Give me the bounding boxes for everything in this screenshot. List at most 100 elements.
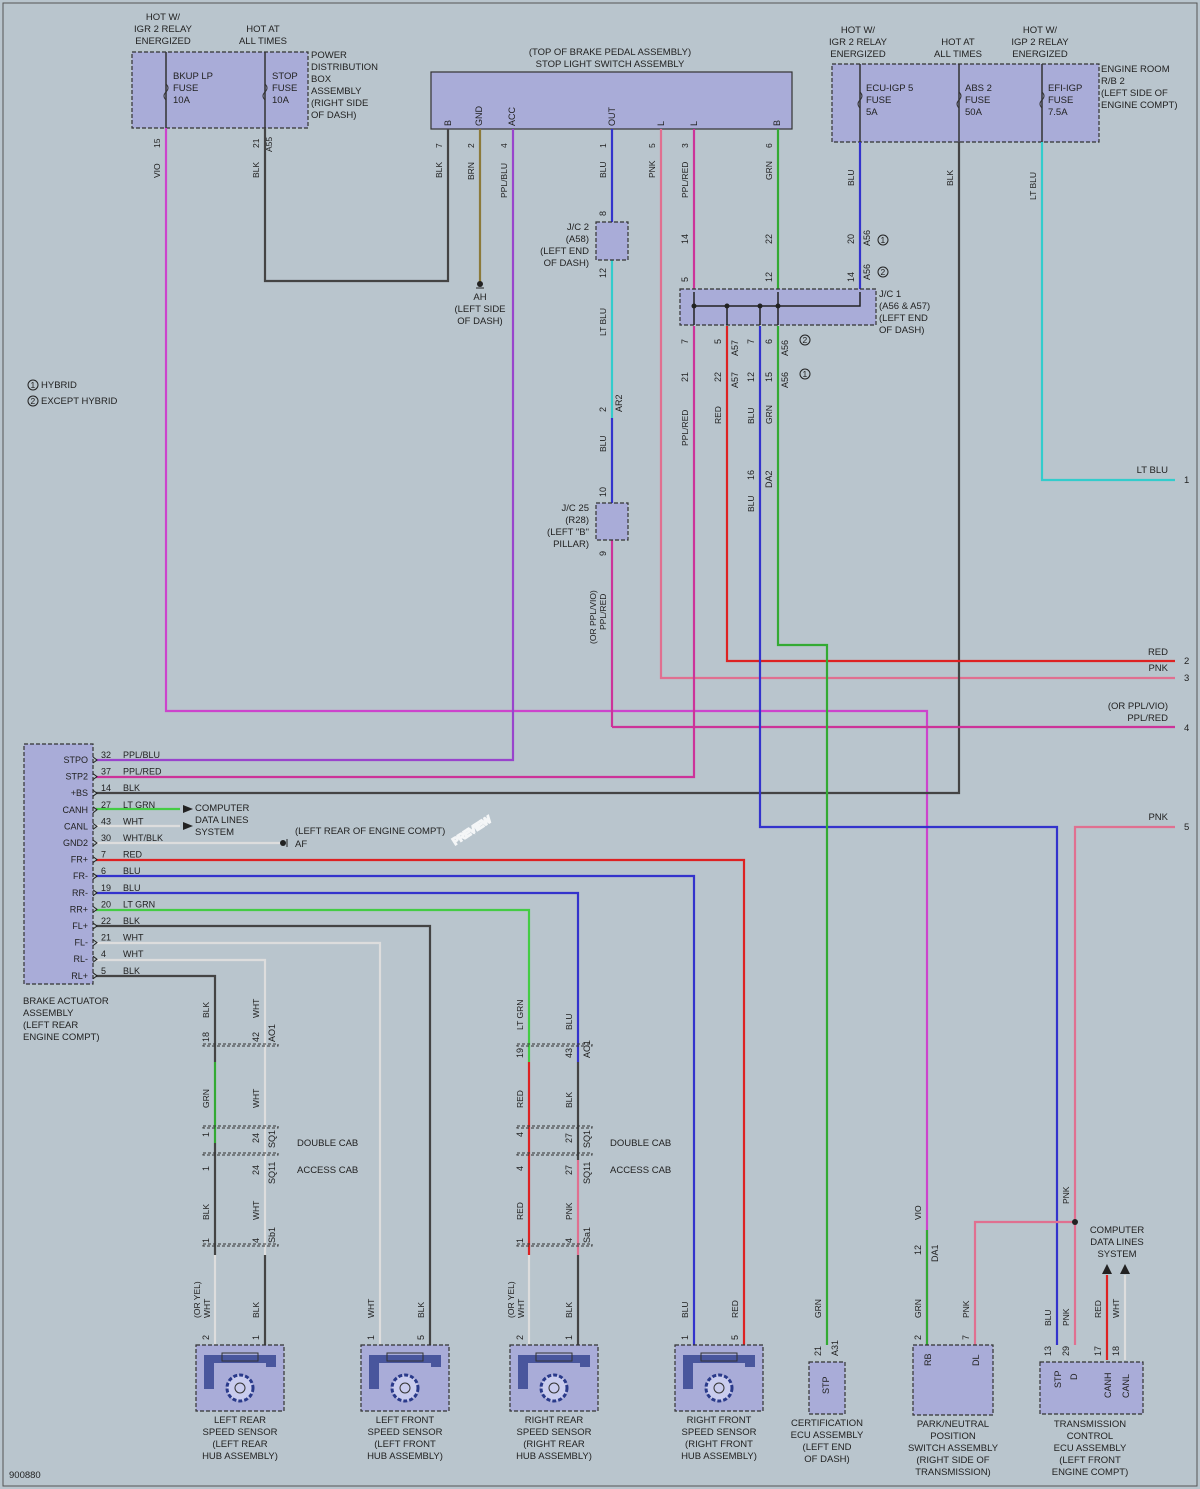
rl-low-wire-blk: BLK bbox=[201, 1204, 211, 1220]
tcm-label-3: ECU ASSEMBLY bbox=[1054, 1443, 1127, 1454]
jc2-pin-12: 12 bbox=[598, 268, 608, 278]
actuator-pin-name: CANH bbox=[62, 805, 88, 815]
jc25-pin-9: 9 bbox=[598, 551, 608, 556]
jc25-box bbox=[595, 502, 629, 541]
speed-sensor-label: (LEFT FRONT bbox=[374, 1439, 436, 1450]
pnp-label-2: POSITION bbox=[930, 1431, 976, 1442]
transmission-ecu: PNK COMPUTER DATA LINES SYSTEM BLU PNK R… bbox=[1039, 1186, 1145, 1478]
jc1-top-5: 5 bbox=[680, 277, 690, 282]
lbl-ltblu-efi: LT BLU bbox=[1028, 172, 1038, 200]
sensor-magnet-icon bbox=[683, 1355, 755, 1389]
legend-1-text: HYBRID bbox=[41, 380, 77, 391]
pdb-label-6: OF DASH) bbox=[311, 110, 356, 121]
canh-out-arrow-icon bbox=[183, 805, 193, 813]
jc25-pin-10: 10 bbox=[598, 487, 608, 497]
sensor-coil-icon bbox=[700, 1352, 738, 1362]
tcm-pnk-top: PNK bbox=[1061, 1186, 1071, 1204]
cert-box bbox=[808, 1361, 846, 1415]
legend-ref-1a-icon bbox=[877, 234, 889, 246]
actuator-pin-connector-icon bbox=[92, 922, 98, 930]
rr-sa-pin-1: 1 bbox=[515, 1238, 525, 1243]
lbl-vio-15: 15 bbox=[152, 138, 162, 148]
sensor-rotation-icon bbox=[234, 1382, 246, 1394]
pnp-pin-rb: RB bbox=[923, 1353, 933, 1366]
igp5-fuse-symbol bbox=[857, 91, 863, 109]
actuator-pin-connector-icon bbox=[92, 789, 98, 797]
actuator-pin-connector-icon bbox=[92, 955, 98, 963]
sensor-coil-icon bbox=[535, 1352, 573, 1362]
legend-ref-1a: 1 bbox=[881, 235, 886, 245]
jc1-bot-7b: 7 bbox=[746, 339, 756, 344]
tcm-wire-wht: WHT bbox=[1111, 1299, 1121, 1318]
ground-af-location: (LEFT REAR OF ENGINE COMPT) bbox=[295, 826, 445, 837]
rl-low-wire-wht: WHT bbox=[251, 1201, 261, 1220]
actuator-pin-number: 32 bbox=[101, 750, 111, 760]
rr-top-wire-blu: BLU bbox=[564, 1013, 574, 1030]
wire-blk-stop bbox=[263, 128, 450, 283]
stop-fuse-symbol bbox=[262, 83, 268, 101]
lbl-brn-num: 2 bbox=[466, 143, 476, 148]
pnp-label-5: TRANSMISSION) bbox=[915, 1467, 990, 1478]
act-can-label-3: SYSTEM bbox=[195, 827, 234, 838]
rl-mid-wire-wht: WHT bbox=[251, 1089, 261, 1108]
jc1: 14 5 22 12 20 14 A56 A56 1 2 J/C 1 (A56 … bbox=[679, 230, 930, 446]
actuator-pin-name: +BS bbox=[71, 788, 88, 798]
stop-fuse-2: FUSE bbox=[272, 83, 297, 94]
igp5-head-3: ENERGIZED bbox=[830, 49, 886, 60]
tcm-can-1: COMPUTER bbox=[1090, 1225, 1145, 1236]
lbl-a55: A55 bbox=[264, 137, 274, 152]
jc2-pin-8: 8 bbox=[598, 211, 608, 216]
tcm-pin-29: 29 bbox=[1061, 1346, 1071, 1356]
actuator-pin-number: 6 bbox=[101, 866, 106, 876]
jc1-wire-grn: GRN bbox=[764, 405, 774, 424]
da2: 16 DA2 BLU bbox=[746, 470, 774, 512]
actuator-pin-wire: LT GRN bbox=[123, 899, 155, 909]
efi-head-1: HOT W/ bbox=[1023, 25, 1057, 36]
wire-ppl-blu-acc bbox=[96, 129, 515, 762]
right-edge-labels: LT BLU 1 RED 2 PNK 3 (OR PPL/VIO) PPL/RE… bbox=[1108, 465, 1189, 833]
actuator-label-2: ASSEMBLY bbox=[23, 1008, 74, 1019]
cert-pin-name: STP bbox=[821, 1376, 831, 1394]
edge-label-1: LT BLU bbox=[1137, 465, 1168, 476]
legend-ref-2b-icon bbox=[799, 334, 811, 346]
rr-low-wire-pnk: PNK bbox=[564, 1202, 574, 1220]
rear-right-chain: LT GRN BLU 19 43 AO1 RED BLK 4 27 SQ1 DO… bbox=[506, 1000, 671, 1340]
speed-sensor-label: HUB ASSEMBLY) bbox=[202, 1451, 278, 1462]
rl-bot-wire-or: (OR YEL) bbox=[192, 1281, 202, 1318]
ar2: 2 AR2 BLU bbox=[598, 394, 624, 452]
efi-fuse-3: 7.5A bbox=[1048, 107, 1068, 118]
edge-num-2: 2 bbox=[1184, 656, 1189, 667]
tcm-pin-17: 17 bbox=[1093, 1346, 1103, 1356]
speed-sensor-label: (RIGHT FRONT bbox=[685, 1439, 753, 1450]
footer-code: 900880 bbox=[9, 1470, 41, 1481]
bkup-fuse-3: 10A bbox=[173, 95, 191, 106]
cert-pin: 21 bbox=[813, 1346, 823, 1356]
actuator-pin-number: 27 bbox=[101, 800, 111, 810]
act-can-label-1: COMPUTER bbox=[195, 803, 250, 814]
actuator-pin-name: FR- bbox=[73, 871, 88, 881]
abs2-fuse-2: FUSE bbox=[965, 95, 990, 106]
edge-num-1: 1 bbox=[1184, 475, 1189, 486]
jc1-bot2-22: 22 bbox=[713, 372, 723, 382]
pnp-vio: VIO bbox=[913, 1205, 923, 1220]
rr-top-pin-43: 43 bbox=[564, 1048, 574, 1058]
tcm-pin-13: 13 bbox=[1043, 1346, 1053, 1356]
pdb-box bbox=[131, 51, 309, 129]
speed-sensor-label: SPEED SENSOR bbox=[203, 1427, 278, 1438]
rr-bot-wire-blk: BLK bbox=[564, 1302, 574, 1318]
sensor-magnet-icon bbox=[518, 1355, 590, 1389]
jc1-bot-conn-a56: A56 bbox=[780, 340, 790, 356]
actuator-pin-number: 43 bbox=[101, 816, 111, 826]
rl-top-pin-42: 42 bbox=[251, 1032, 261, 1042]
rr-bot-pin-2: 2 bbox=[515, 1335, 525, 1340]
actuator-pin-number: 5 bbox=[101, 966, 106, 976]
switch-pin-acc: ACC bbox=[507, 106, 517, 126]
speed-sensor-label: RIGHT FRONT bbox=[687, 1415, 752, 1426]
wire-wht-rl-minus bbox=[96, 958, 267, 1062]
legend-1-icon bbox=[27, 379, 39, 391]
jc1-wire-pplred: PPL/RED bbox=[680, 410, 690, 446]
lf-pin-5: 5 bbox=[416, 1335, 426, 1340]
rr-sq-conn-11: SQ11 bbox=[582, 1162, 592, 1184]
rr-sa-pin-4: 4 bbox=[564, 1238, 574, 1243]
